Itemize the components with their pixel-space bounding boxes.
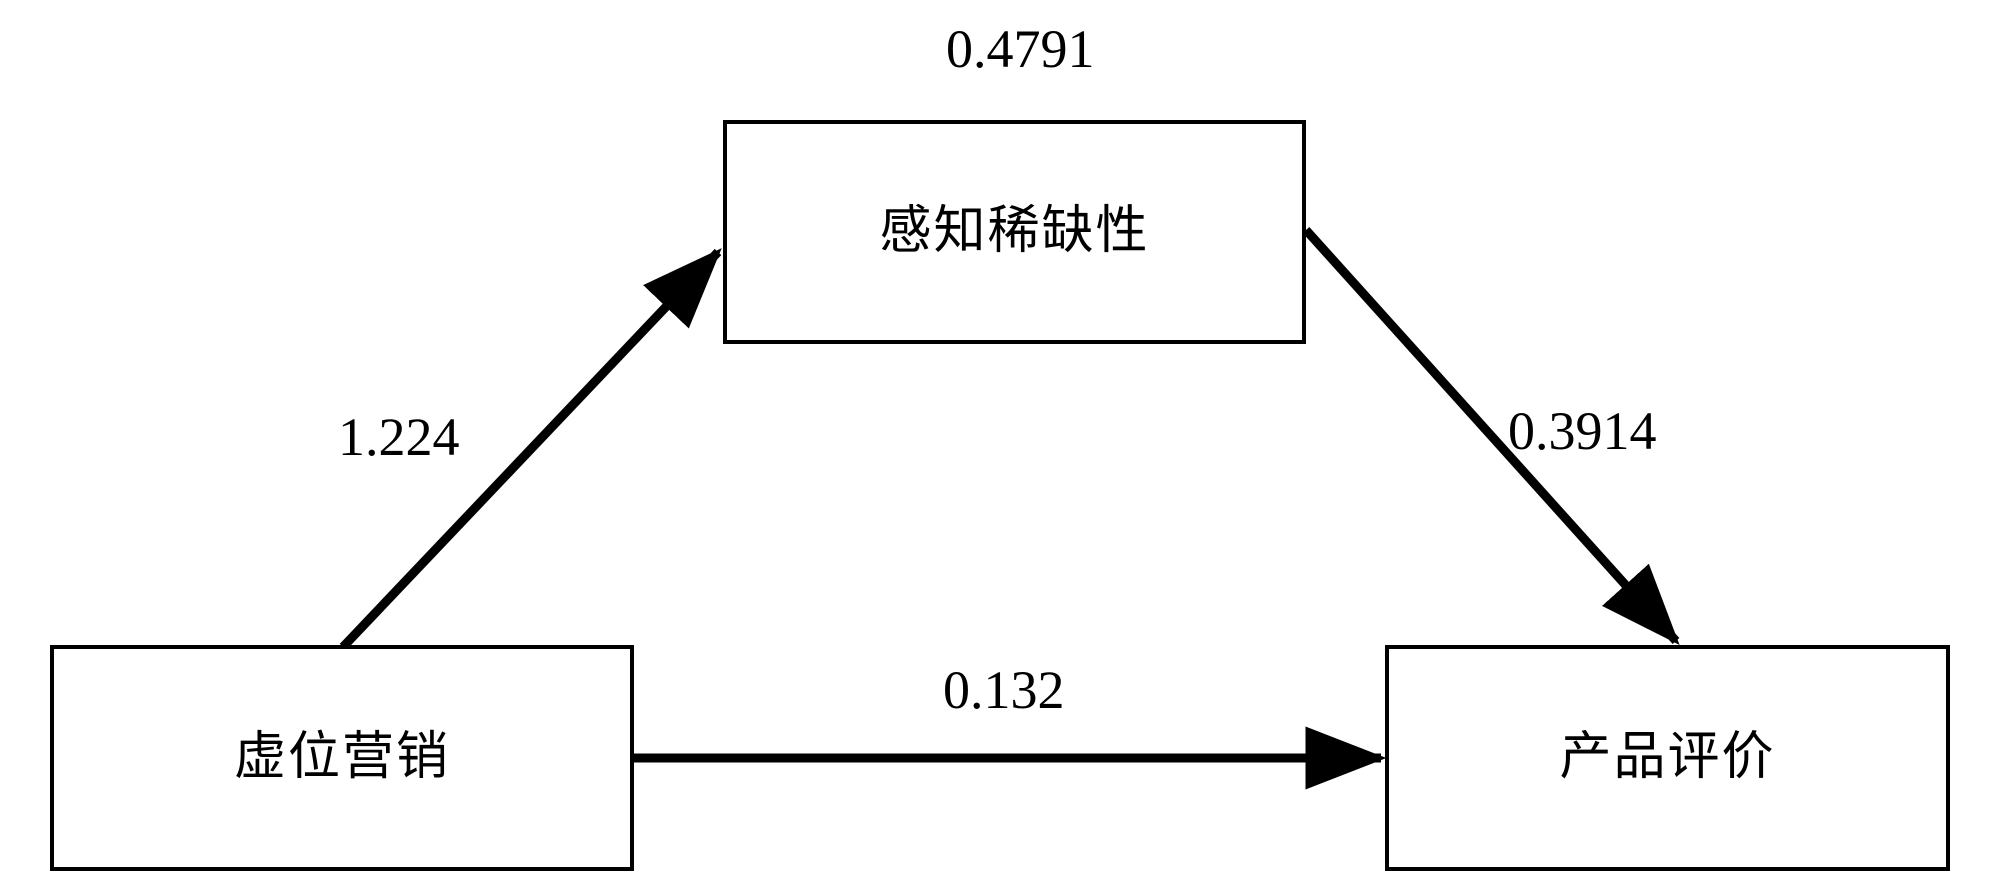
node-mediator[interactable]: 感知稀缺性 (723, 120, 1306, 344)
node-predictor-label: 虚位营销 (233, 729, 450, 786)
node-outcome[interactable]: 产品评价 (1385, 645, 1950, 871)
edge-a-path-line (339, 248, 722, 651)
edge-b-path-line (1302, 226, 1680, 646)
label-a-path-coefficient: 1.224 (338, 407, 460, 467)
label-c-path-coefficient: 0.132 (943, 660, 1065, 720)
node-outcome-label: 产品评价 (1559, 729, 1776, 786)
label-b-path-coefficient: 0.3914 (1508, 401, 1657, 461)
node-predictor[interactable]: 虚位营销 (50, 645, 634, 871)
label-mediator-top-coefficient: 0.4791 (946, 19, 1095, 79)
node-mediator-label: 感知稀缺性 (879, 203, 1150, 260)
